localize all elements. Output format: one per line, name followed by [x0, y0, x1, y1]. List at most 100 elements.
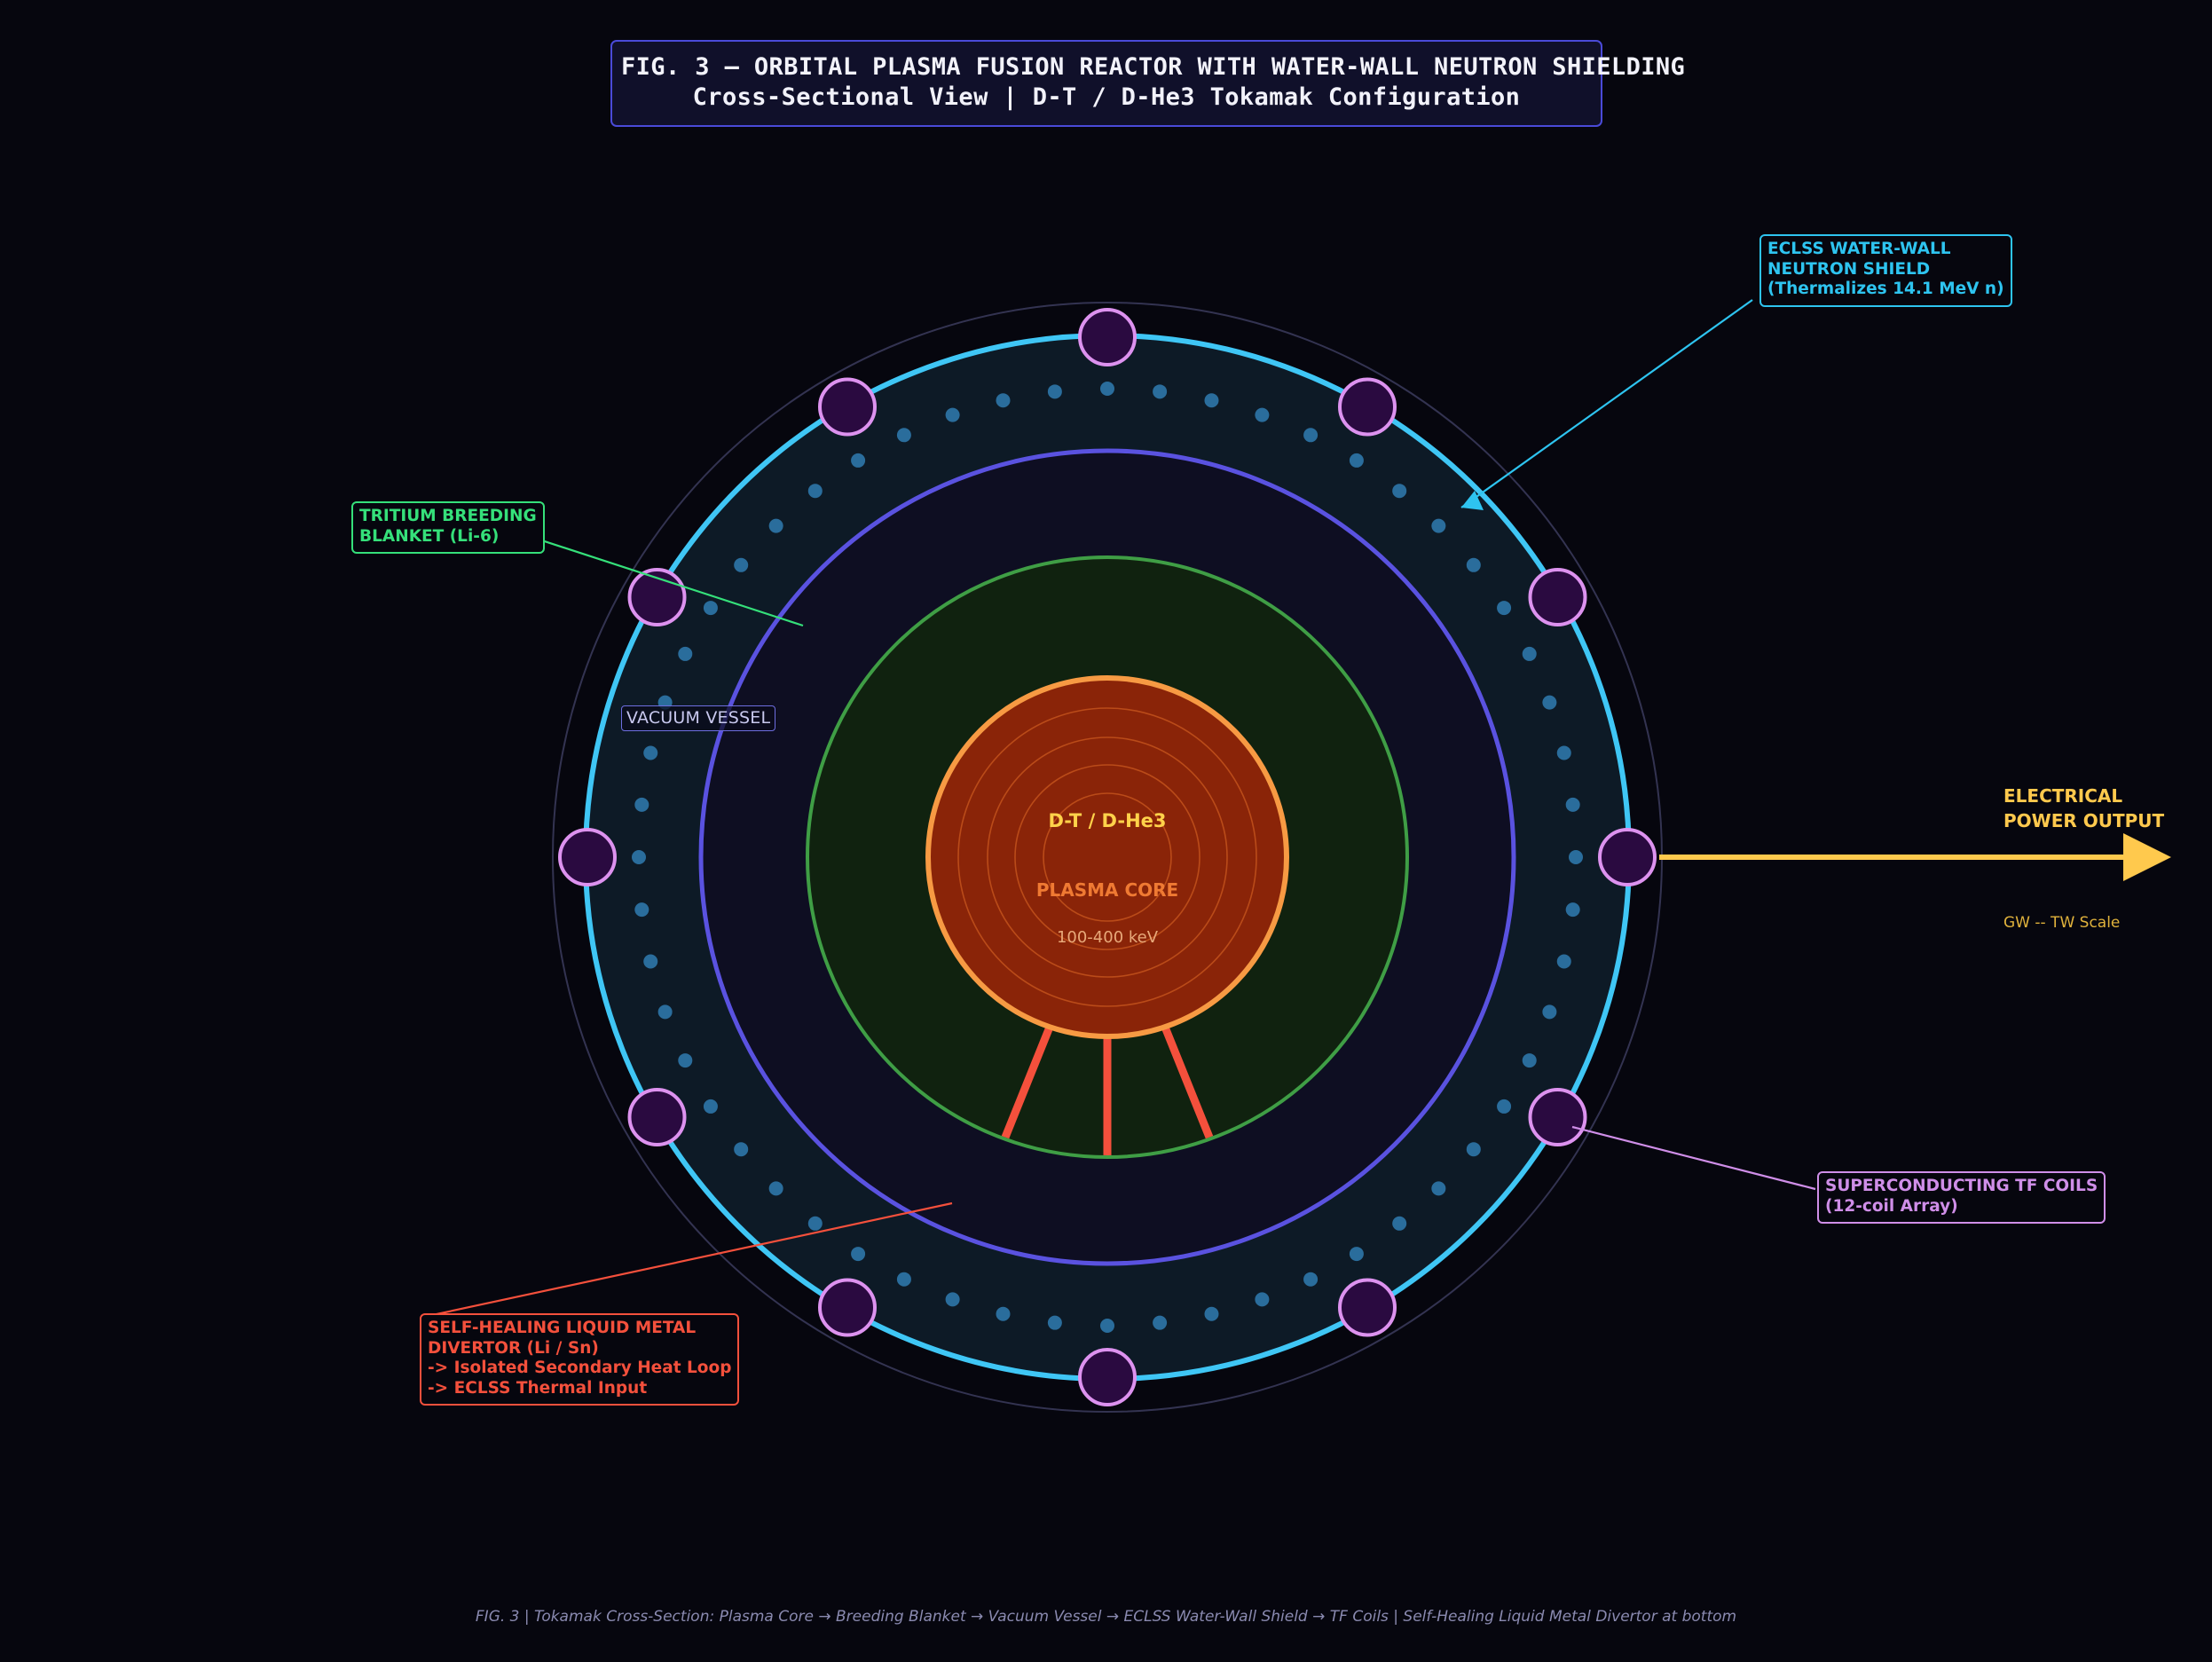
neutron-dot: [1565, 797, 1580, 812]
neutron-dot: [945, 1292, 960, 1307]
neutron-dot: [1522, 646, 1537, 661]
neutron-dot: [734, 1142, 749, 1157]
neutron-dot: [634, 797, 649, 812]
neutron-dot: [851, 453, 866, 468]
figure-title-line-1: FIG. 3 — ORBITAL PLASMA FUSION REACTOR W…: [621, 53, 1686, 81]
callout-divertor-line-1: SELF-HEALING LIQUID METAL: [428, 1319, 697, 1337]
callout-tritium-line-2: BLANKET (Li-6): [359, 526, 500, 546]
neutron-dot: [1497, 1099, 1512, 1114]
tf-coils-leader-line: [1571, 1125, 1816, 1191]
callout-divertor-line-4: -> ECLSS Thermal Input: [428, 1378, 648, 1398]
neutron-dot: [1556, 954, 1571, 969]
neutron-dot: [1100, 1319, 1114, 1333]
tf-coil[interactable]: [1338, 1278, 1397, 1337]
neutron-dot: [703, 1099, 718, 1114]
neutron-dot: [657, 1004, 673, 1020]
neutron-dot: [1431, 1181, 1446, 1196]
neutron-dot: [1392, 1216, 1407, 1231]
plasma-core-contour: [1043, 792, 1172, 922]
label-vacuum-vessel[interactable]: VACUUM VESSEL: [621, 705, 776, 731]
neutron-dot: [678, 1053, 693, 1068]
figure-footer-caption: FIG. 3 | Tokamak Cross-Section: Plasma C…: [475, 1608, 1737, 1626]
plasma-core-temperature-label: 100-400 keV: [1056, 928, 1159, 947]
plasma-core-ring: [925, 675, 1289, 1039]
neutron-dot: [768, 518, 783, 533]
tritium-leader-line: [516, 531, 804, 627]
tf-coil[interactable]: [1528, 568, 1587, 626]
figure-title-line-2: Cross-Sectional View | D-T / D-He3 Tokam…: [692, 83, 1521, 111]
neutron-dot: [1100, 382, 1114, 396]
divertor-legs: [996, 1019, 1218, 1155]
plasma-core-fuel-label: D-T / D-He3: [1048, 810, 1167, 831]
power-output-scale: GW -- TW Scale: [2003, 914, 2121, 932]
neutron-dot: [1303, 1272, 1319, 1287]
neutron-dot: [1392, 484, 1407, 499]
callout-tf-line-2: (12-coil Array): [1825, 1196, 1958, 1216]
neutron-dot: [1349, 453, 1364, 468]
callout-eclss-line-2: NEUTRON SHIELD: [1767, 259, 1931, 279]
neutron-dot: [1542, 1004, 1557, 1020]
callout-divertor-line-3: -> Isolated Secondary Heat Loop: [428, 1359, 732, 1378]
neutron-dot: [807, 1216, 823, 1231]
neutron-dot: [678, 646, 693, 661]
callout-self-healing-divertor[interactable]: SELF-HEALING LIQUID METAL DIVERTOR (Li /…: [420, 1313, 740, 1406]
neutron-dot: [1204, 1306, 1219, 1321]
eclss-leader-arrowhead: [1461, 491, 1484, 510]
neutron-dot: [1349, 1247, 1364, 1262]
eclss-leader-line: [1460, 299, 1753, 508]
tf-coil[interactable]: [1598, 828, 1657, 886]
neutron-dot: [1204, 393, 1219, 408]
divertor-leader-line: [423, 1201, 953, 1319]
neutron-dot: [734, 557, 749, 572]
neutron-dot: [643, 954, 658, 969]
tf-coil[interactable]: [818, 1278, 877, 1337]
neutron-dot: [1542, 695, 1557, 710]
neutron-dot-ring: [632, 382, 1583, 1333]
neutron-dot: [945, 407, 960, 422]
neutron-dot: [703, 601, 718, 616]
callout-eclss-water-wall[interactable]: ECLSS WATER-WALL NEUTRON SHIELD (Thermal…: [1759, 234, 2012, 307]
figure-title-box: FIG. 3 — ORBITAL PLASMA FUSION REACTOR W…: [610, 40, 1686, 127]
neutron-dot: [1153, 1315, 1168, 1330]
neutron-dot: [1153, 384, 1168, 399]
tf-coil[interactable]: [1338, 377, 1397, 437]
tf-coil[interactable]: [558, 828, 617, 886]
neutron-dot: [768, 1181, 783, 1196]
tf-coil-array: [558, 308, 1657, 1406]
neutron-dot: [1466, 1142, 1481, 1157]
neutron-dot: [1556, 745, 1571, 760]
neutron-dot: [851, 1247, 866, 1262]
neutron-dot: [1497, 601, 1512, 616]
plasma-core-name-label: PLASMA CORE: [1035, 879, 1179, 901]
tf-coil[interactable]: [1078, 308, 1137, 366]
power-output-line-2: POWER OUTPUT: [2003, 809, 2165, 831]
neutron-dot: [643, 745, 658, 760]
plasma-core-contour: [1014, 764, 1200, 950]
tf-coil[interactable]: [1528, 1088, 1587, 1146]
neutron-dot: [634, 902, 649, 918]
neutron-dot: [996, 393, 1011, 408]
power-output-line-1: ELECTRICAL: [2003, 785, 2123, 807]
callout-superconducting-tf-coils[interactable]: SUPERCONDUCTING TF COILS (12-coil Array): [1817, 1171, 2106, 1225]
neutron-dot: [1255, 1292, 1270, 1307]
plasma-core-contour: [987, 736, 1228, 978]
neutron-dot: [1303, 428, 1319, 443]
callout-eclss-line-1: ECLSS WATER-WALL: [1767, 240, 1951, 258]
tf-coil[interactable]: [1078, 1348, 1137, 1406]
neutron-dot: [1466, 557, 1481, 572]
callout-tritium-breeding-blanket[interactable]: TRITIUM BREEDING BLANKET (Li-6): [351, 501, 545, 555]
plasma-core-contours: [957, 707, 1257, 1007]
neutron-dot: [632, 850, 646, 864]
tf-coil[interactable]: [818, 377, 877, 437]
neutron-dot: [807, 484, 823, 499]
callout-divertor-line-2: DIVERTOR (Li / Sn): [428, 1338, 599, 1358]
neutron-dot: [896, 428, 911, 443]
neutron-dot: [1522, 1053, 1537, 1068]
plasma-core-contour: [957, 707, 1257, 1007]
neutron-dot: [1565, 902, 1580, 918]
neutron-dot: [1047, 384, 1062, 399]
tf-coil[interactable]: [627, 1088, 687, 1146]
neutron-dot: [1431, 518, 1446, 533]
